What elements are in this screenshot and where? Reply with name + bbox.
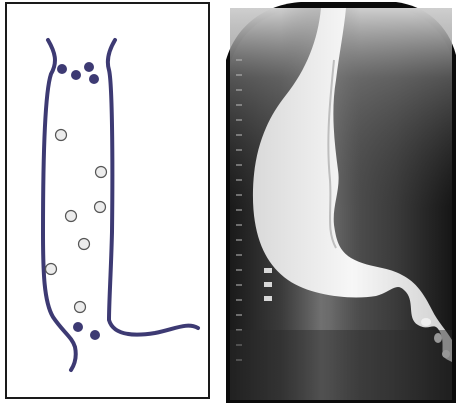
light-node: [79, 239, 90, 250]
abdominal-shadow: [230, 330, 452, 400]
light-node: [75, 302, 86, 313]
dark-node: [71, 70, 81, 80]
light-node: [56, 130, 67, 141]
esophagus-schematic: [5, 2, 210, 399]
light-node: [46, 264, 57, 275]
light-node: [66, 211, 77, 222]
barium-radiograph: [226, 0, 456, 403]
dark-node: [89, 74, 99, 84]
dark-node: [57, 64, 67, 74]
scale-marks: [236, 60, 242, 360]
light-node: [96, 167, 107, 178]
schematic-panel: [5, 2, 210, 399]
clip-markers: [264, 268, 272, 301]
dark-node: [84, 62, 94, 72]
dark-node: [90, 330, 100, 340]
light-node: [95, 202, 106, 213]
dark-node: [73, 322, 83, 332]
radiograph-panel: [226, 0, 456, 403]
